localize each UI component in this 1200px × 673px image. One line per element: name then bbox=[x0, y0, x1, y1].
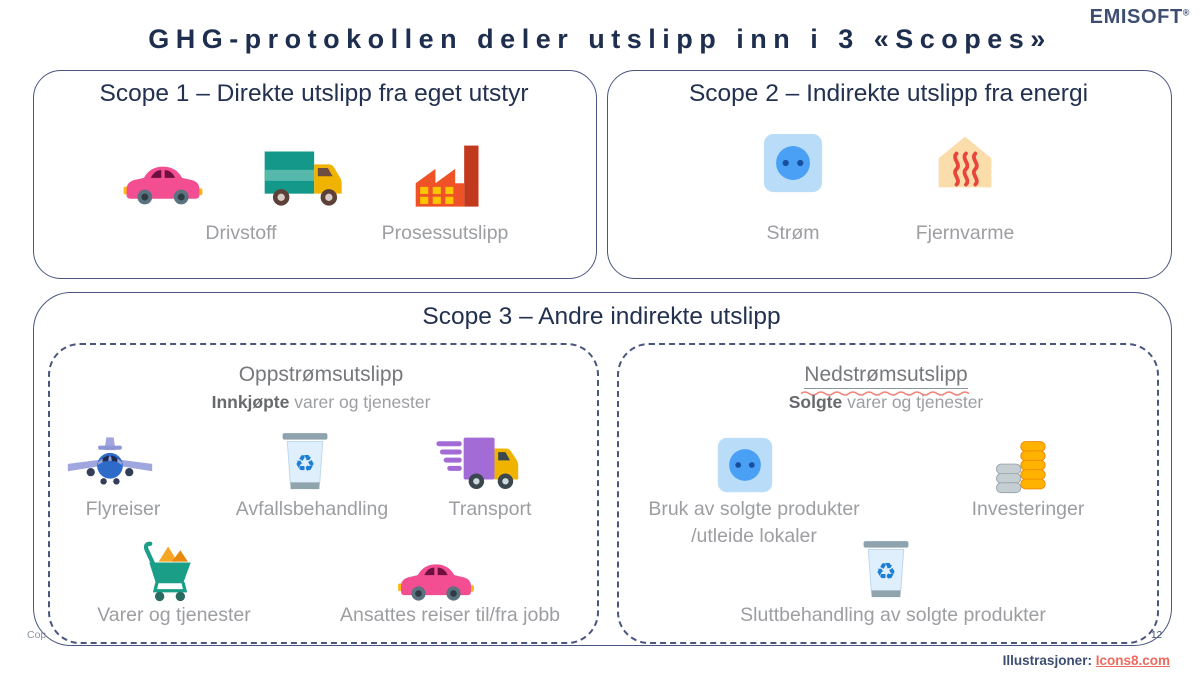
recycle-bin-icon: ♻ bbox=[858, 538, 914, 607]
upstream-box bbox=[48, 343, 599, 644]
upstream-label-flights: Flyreiser bbox=[85, 498, 161, 520]
svg-text:♻: ♻ bbox=[295, 449, 316, 477]
page-number: 12 bbox=[1151, 630, 1163, 641]
downstream-heading: Nedstrømsutslipp bbox=[800, 363, 972, 396]
scope2-label-electricity: Strøm bbox=[766, 222, 820, 244]
downstream-label-use-line1: Bruk av solgte produkter bbox=[648, 498, 860, 520]
upstream-heading: Oppstrømsutslipp bbox=[238, 363, 404, 386]
page-title: GHG-protokollen deler utslipp inn i 3 «S… bbox=[148, 24, 1052, 54]
scope2-title: Scope 2 – Indirekte utslipp fra energi bbox=[688, 80, 1089, 107]
downstream-box bbox=[617, 343, 1159, 644]
downstream-subheading: Solgte varer og tjenester bbox=[788, 392, 984, 412]
scope1-label-process: Prosessutslipp bbox=[381, 222, 509, 244]
icons8-link[interactable]: Icons8.com bbox=[1095, 653, 1170, 668]
upstream-label-transport: Transport bbox=[448, 498, 532, 520]
district-heating-icon bbox=[931, 130, 999, 199]
svg-text:♻: ♻ bbox=[876, 557, 897, 585]
car-icon bbox=[121, 158, 205, 215]
scope1-label-fuel: Drivstoff bbox=[205, 222, 277, 244]
downstream-label-use-line2: /utleide lokaler bbox=[691, 525, 817, 547]
illustration-credit: Illustrasjoner: Icons8.com bbox=[1003, 653, 1170, 668]
spellcheck-squiggle-icon bbox=[800, 391, 970, 396]
upstream-label-waste: Avfallsbehandling bbox=[235, 498, 389, 520]
emisoft-logo: EMISOFT® bbox=[1089, 6, 1190, 28]
upstream-subheading: Innkjøpte varer og tjenester bbox=[211, 392, 431, 412]
delivery-truck-icon bbox=[261, 146, 349, 217]
scope2-box bbox=[607, 70, 1172, 279]
airplane-icon bbox=[66, 434, 154, 497]
car-icon bbox=[393, 556, 479, 611]
upstream-label-commute: Ansattes reiser til/fra jobb bbox=[339, 604, 561, 626]
fast-truck-icon bbox=[434, 434, 526, 499]
recycle-bin-icon: ♻ bbox=[277, 430, 333, 499]
upstream-label-goods: Varer og tjenester bbox=[97, 604, 251, 626]
scope3-box bbox=[33, 292, 1172, 646]
registered-mark: ® bbox=[1182, 7, 1190, 18]
factory-icon bbox=[408, 142, 488, 217]
scope1-title: Scope 1 – Direkte utslipp fra eget utsty… bbox=[99, 80, 529, 107]
shopping-cart-icon bbox=[138, 538, 202, 609]
scope3-title: Scope 3 – Andre indirekte utslipp bbox=[422, 303, 781, 330]
scope2-label-district-heating: Fjernvarme bbox=[915, 222, 1015, 244]
downstream-label-investments: Investeringer bbox=[971, 498, 1085, 520]
downstream-label-end-of-life: Sluttbehandling av solgte produkter bbox=[740, 604, 1046, 626]
copyright-partial: Cop bbox=[27, 629, 47, 641]
power-socket-icon bbox=[762, 132, 824, 199]
coins-icon bbox=[987, 436, 1049, 499]
power-socket-icon bbox=[716, 436, 774, 499]
credit-label: Illustrasjoner: bbox=[1002, 653, 1092, 668]
